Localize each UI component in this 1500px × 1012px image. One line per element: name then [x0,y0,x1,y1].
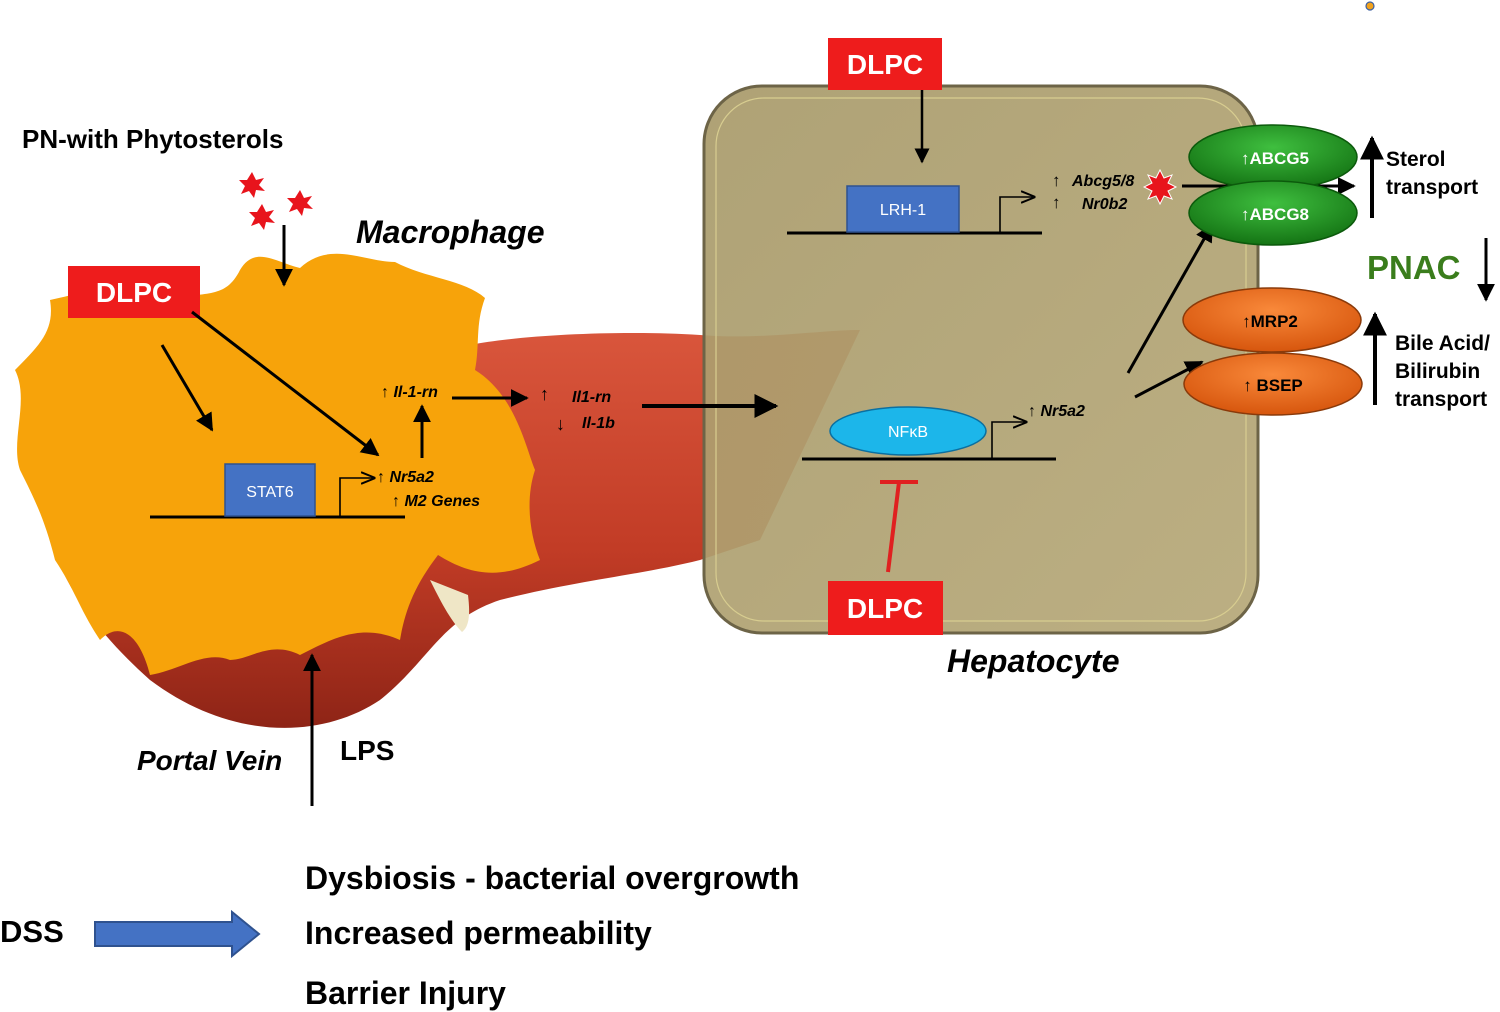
nr5a2-to-abcg-arrow [1126,223,1214,374]
nr0b2-arrow: ↑ [1052,193,1061,212]
dss-effect-dysbiosis: Dysbiosis - bacterial overgrowth [305,860,799,896]
mrp2-transporter: ↑MRP2 [1182,287,1362,353]
abcg58-label: Abcg5/8 [1071,173,1134,190]
bsep-transporter: ↑ BSEP [1183,352,1363,416]
dlpc-label: DLPC [847,593,923,624]
dlpc-to-stat6-arrow [160,344,214,432]
dss-effect-permeability: Increased permeability [305,915,652,951]
dss-effect-barrier-injury: Barrier Injury [305,975,506,1011]
phytosterol-star-icon [287,190,313,216]
nfkb-ellipse [829,406,987,456]
bile-transport-line2: Bilirubin [1395,360,1480,383]
liver-il1b-arrow: ↓ [556,414,565,434]
pn-phytosterols-label: PN-with Phytosterols [22,124,283,154]
transcription-start-arrow-icon [339,478,374,517]
dlpc-label: DLPC [96,277,172,308]
sterol-transport-line2: transport [1386,176,1478,199]
transcription-start-arrow-icon [999,197,1034,233]
abcg8-transporter: ↑ABCG8 [1188,180,1358,246]
stat6-box [224,463,316,517]
hepatocyte-cell [702,84,1260,635]
lrh1-label: LRH-1 [880,202,926,219]
nr5a2-to-mrp2-arrow [1134,360,1204,399]
macrophage-m2-genes: ↑ M2 Genes [392,493,480,510]
phytosterol-star-icon [239,172,265,198]
liver-il1rn: Il1-rn [572,389,611,406]
inhibition-bar-icon [880,480,918,573]
bile-transport-line3: transport [1395,388,1487,411]
transcription-start-arrow-icon [991,422,1026,459]
macrophage-label: Macrophage [356,214,544,250]
macrophage-il1rn: ↑ Il-1-rn [381,384,438,401]
abcg8-label: ↑ABCG8 [1241,205,1309,224]
block-arrow-icon [94,909,261,959]
gallbladder-duct [430,580,470,632]
dss-label: DSS [0,914,64,949]
phytosterol-star-icon [1142,168,1178,206]
stat6-label: STAT6 [246,484,294,501]
phytosterol-star-icon [249,204,275,230]
lps-label: LPS [340,735,394,766]
corner-dot [1365,1,1375,11]
phytosterol-stars [239,172,313,230]
abcg58-arrow: ↑ [1052,171,1061,190]
portal-vein-label: Portal Vein [137,745,282,776]
liver-il1rn-arrow: ↑ [540,384,549,404]
dlpc-box-hepatocyte-bottom: DLPC [828,581,943,635]
nfkb-label: NFκB [888,424,928,441]
mrp2-label: ↑MRP2 [1242,312,1298,331]
macrophage-nr5a2: ↑ Nr5a2 [377,469,434,486]
dlpc-box-hepatocyte-top: DLPC [828,38,942,90]
bsep-label: ↑ BSEP [1243,376,1303,395]
pnac-label: PNAC [1367,249,1461,286]
hepatocyte-label: Hepatocyte [947,643,1120,679]
sterol-transport-line1: Sterol [1386,148,1446,171]
dlpc-box-macrophage: DLPC [68,266,200,318]
nr0b2-label: Nr0b2 [1082,196,1127,213]
dlpc-label: DLPC [847,49,923,80]
dlpc-to-nr5a2-arrow [191,310,380,457]
liver-il1b: Il-1b [582,415,615,432]
bile-transport-line1: Bile Acid/ [1395,332,1490,355]
abcg5-transporter: ↑ABCG5 [1188,124,1358,190]
abcg5-label: ↑ABCG5 [1241,149,1309,168]
hepatocyte-nr5a2: ↑ Nr5a2 [1028,403,1085,420]
lrh1-box [846,185,960,233]
